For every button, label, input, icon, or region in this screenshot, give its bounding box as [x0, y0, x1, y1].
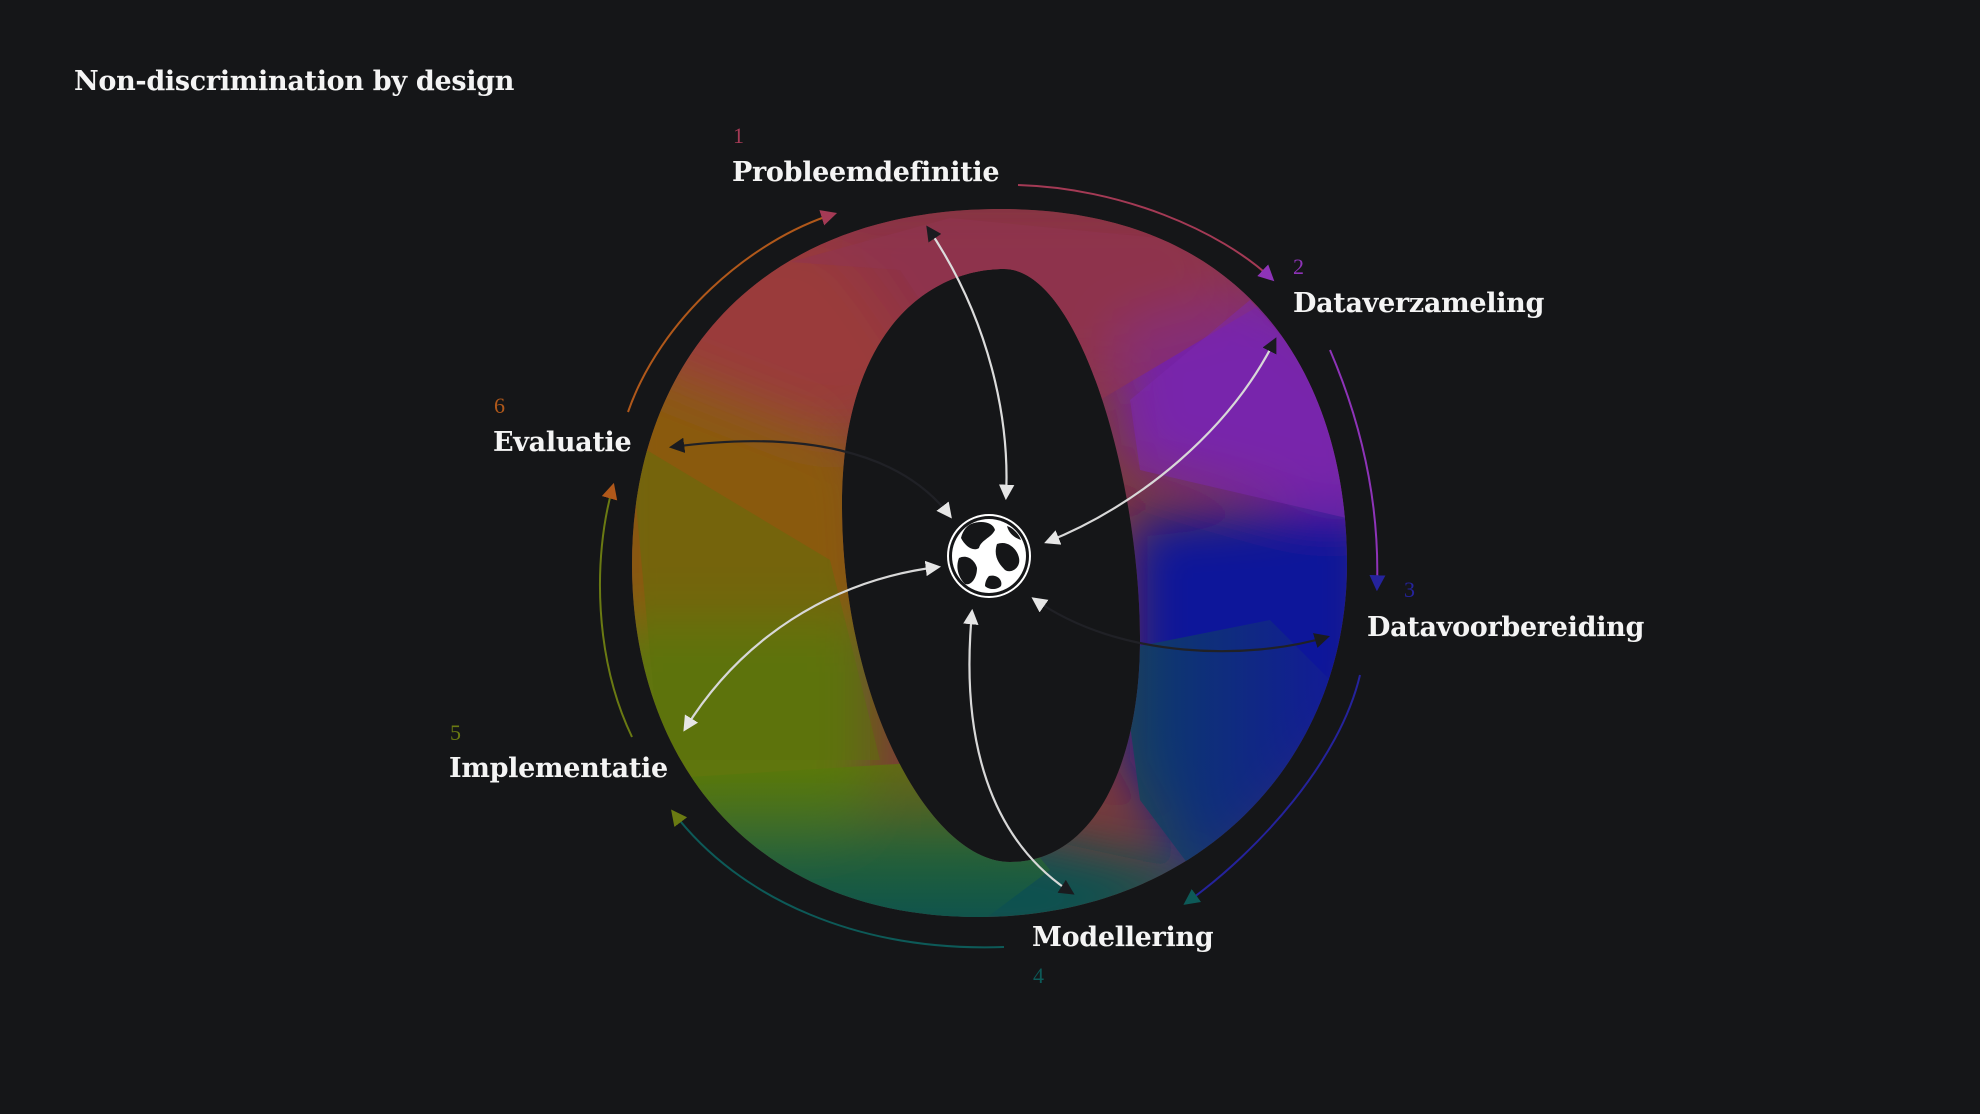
link-arrow-4: [963, 608, 1075, 895]
cycle-arrow-3-4: [1183, 674, 1361, 905]
stage-5-label: Implementatie: [449, 753, 668, 784]
cycle-arrow-5-6: [598, 482, 633, 738]
cycle-arrows: [598, 184, 1386, 949]
page-title: Non-discrimination by design: [74, 66, 515, 97]
stage-2-number: 2: [1293, 254, 1304, 279]
link-arrow-6: [668, 437, 952, 519]
stage-2-label: Dataverzameling: [1293, 288, 1545, 319]
link-arrow-5: [683, 560, 942, 732]
inner-arrows: [668, 225, 1330, 895]
cycle-arrow-4-5: [671, 809, 1005, 949]
link-arrow-1: [926, 225, 1015, 501]
stage-6-number: 6: [494, 393, 505, 418]
stage-1-number: 1: [733, 123, 744, 148]
stage-6-label: Evaluatie: [493, 427, 632, 458]
globe-icon: [947, 514, 1031, 598]
stage-4-number: 4: [1033, 963, 1044, 988]
stage-1-label: Probleemdefinitie: [732, 157, 1000, 188]
cycle-arrow-2-3: [1329, 349, 1386, 592]
stage-3-label: Datavoorbereiding: [1367, 612, 1645, 643]
stage-3-number: 3: [1404, 577, 1415, 602]
link-arrow-2: [1044, 337, 1277, 545]
stage-4-label: Modellering: [1032, 922, 1214, 953]
stage-5-number: 5: [450, 720, 461, 745]
cycle-arrow-1-2: [1017, 184, 1275, 282]
cycle-arrow-6-1: [627, 210, 838, 413]
